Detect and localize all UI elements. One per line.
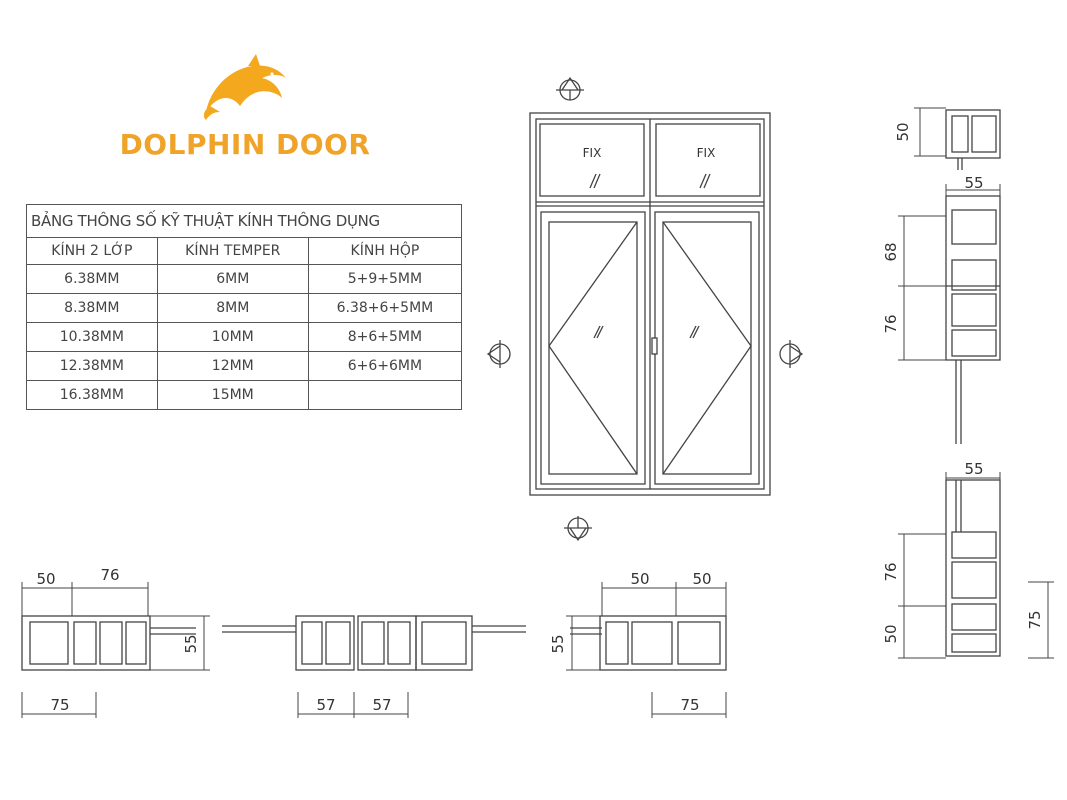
dimension-label: 76 [882, 562, 900, 581]
dimension-label: 50 [692, 570, 711, 588]
table-cell: 15MM [156, 380, 309, 410]
table-cell: 6.38MM [26, 264, 158, 294]
table-cell: 5+9+5MM [307, 264, 463, 294]
glass-spec-table: BẢNG THÔNG SỐ KỸ THUẬT KÍNH THÔNG DỤNG K… [26, 204, 463, 410]
dimension-label: 75 [50, 696, 69, 714]
table-cell: 6.38+6+5MM [307, 293, 463, 323]
table-row: 16.38MM 15MM [26, 380, 463, 410]
table-cell: 12.38MM [26, 351, 158, 381]
dimension-label: 75 [680, 696, 699, 714]
dimension-label: 50 [894, 122, 912, 141]
dimension-label: 50 [36, 570, 55, 588]
fix-label-right: FIX [697, 146, 716, 160]
table-header-row: KÍNH 2 LỚP KÍNH TEMPER KÍNH HỘP [26, 237, 463, 265]
table-row: 12.38MM 12MM 6+6+6MM [26, 351, 463, 381]
table-title: BẢNG THÔNG SỐ KỸ THUẬT KÍNH THÔNG DỤNG [26, 204, 462, 238]
vertical-section-dimensions [898, 107, 1054, 659]
vertical-profile-section [945, 109, 1001, 657]
brand-name: DOLPHIN DOOR [119, 128, 371, 161]
section-marker-left [486, 340, 511, 368]
dimension-label: 50 [882, 624, 900, 643]
horizontal-left-dimensions [21, 582, 210, 718]
table-cell: 10MM [156, 322, 309, 352]
dimension-label: 55 [549, 634, 567, 653]
horizontal-section-middle [222, 615, 526, 671]
brand-logo: DOLPHIN DOOR [110, 50, 380, 180]
dimension-label: 75 [1026, 610, 1044, 629]
horizontal-section-left [21, 615, 196, 671]
horizontal-section-right [570, 615, 727, 671]
table-cell: 8+6+5MM [307, 322, 463, 352]
dimension-label: 76 [100, 566, 119, 584]
table-cell: 6MM [156, 264, 309, 294]
fix-label-left: FIX [583, 146, 602, 160]
dimension-label: 55 [964, 460, 983, 478]
dimension-label: 76 [882, 314, 900, 333]
section-marker-top [556, 76, 584, 101]
horizontal-middle-dimensions [297, 692, 409, 718]
table-row: 6.38MM 6MM 5+9+5MM [26, 264, 463, 294]
table-row: 8.38MM 8MM 6.38+6+5MM [26, 293, 463, 323]
dimension-label: 57 [316, 696, 335, 714]
table-cell: 16.38MM [26, 380, 158, 410]
horizontal-right-dimensions [566, 582, 727, 718]
dolphin-icon [203, 54, 286, 120]
dimension-label: 68 [882, 242, 900, 261]
section-marker-bottom [564, 516, 592, 542]
section-marker-right [779, 340, 804, 368]
dimension-label: 50 [630, 570, 649, 588]
dimension-label: 55 [964, 174, 983, 192]
dimension-label: 57 [372, 696, 391, 714]
table-cell [307, 380, 463, 410]
dimension-label: 55 [182, 634, 200, 653]
table-cell: 8.38MM [26, 293, 158, 323]
table-row: 10.38MM 10MM 8+6+5MM [26, 322, 463, 352]
window-elevation [529, 112, 771, 496]
